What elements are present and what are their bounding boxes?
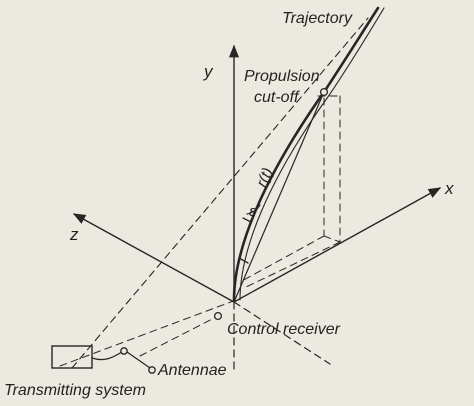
cutoff-point [319,87,329,97]
transmitting-system-group [51,345,156,374]
y-axis-label: y [203,62,214,81]
cable-wire [91,351,123,361]
z-axis [72,213,235,303]
coordinate-axes [72,44,442,373]
antenna-node [148,366,156,374]
sight-lines [59,17,369,369]
control-receiver-point [213,311,223,321]
cutoff-projection [239,95,341,289]
projection-line [323,235,341,243]
r-of-t-label: r(t) [253,165,276,189]
propulsion-label: Propulsion [244,68,320,85]
trajectory-tick [242,217,252,223]
transmitting-system-box [51,345,93,369]
cutoff-label: cut-off [254,89,300,106]
antennae-label: Antennae [157,362,227,379]
x-axis-extension [233,301,331,365]
x-axis [233,187,442,303]
antenna-node [120,347,128,355]
antenna-link [126,351,151,369]
trajectory-line-1 [232,6,380,302]
projection-line [239,235,325,283]
z-axis-label: z [69,225,79,244]
line-of-sight [71,17,369,369]
trajectory-line-2 [239,7,385,301]
epsilon-label: ε [249,203,256,220]
trajectory-tick [238,257,249,264]
position-vector-r [233,91,325,303]
x-axis-label: x [444,179,454,198]
trajectory-curve [232,6,385,302]
control-receiver-label: Control receiver [227,321,341,338]
projection-line [243,241,341,289]
baseline-dashed [59,299,237,367]
antenna-to-receiver-line [139,314,221,357]
trajectory-label: Trajectory [282,10,353,27]
transmitting-system-label: Transmitting system [4,382,146,399]
